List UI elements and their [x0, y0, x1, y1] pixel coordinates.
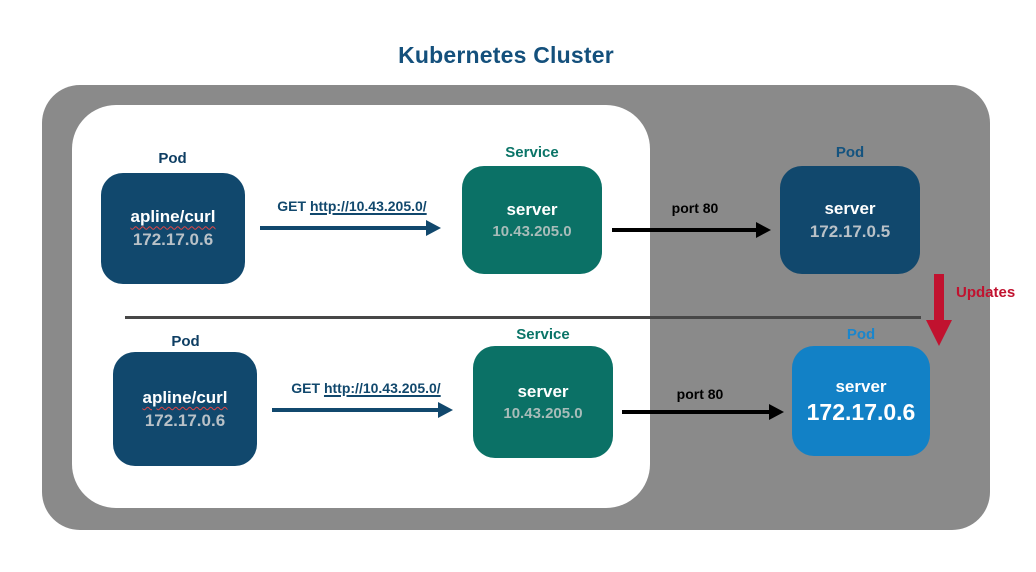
service-ip: 10.43.205.0: [492, 222, 572, 240]
pod-app-name: server: [824, 198, 876, 218]
get-request-label: GET http://10.43.205.0/: [272, 380, 460, 396]
server-pod-node-updated: server 172.17.0.6: [792, 346, 930, 456]
pod-label: Pod: [835, 144, 865, 161]
arrow-head: [926, 320, 952, 346]
pod-ip: 172.17.0.6: [144, 410, 226, 430]
pod-label: Pod: [171, 333, 200, 350]
service-name: server: [517, 382, 569, 402]
pod-label: Pod: [846, 326, 876, 343]
request-method: GET: [277, 198, 307, 214]
port-arrow: [612, 222, 771, 238]
service-label: Service: [516, 326, 570, 343]
client-pod-node: apline/curl 172.17.0.6: [101, 173, 245, 284]
request-method: GET: [291, 380, 321, 396]
arrow-head: [438, 402, 453, 418]
pod-label: Pod: [158, 150, 187, 167]
updates-label: Updates: [956, 284, 1016, 301]
service-label: Service: [505, 144, 559, 161]
pod-image-name: apline/curl: [142, 387, 228, 407]
request-arrow: [272, 402, 453, 418]
updates-arrow: [926, 274, 952, 346]
arrow-shaft: [612, 228, 756, 232]
arrow-shaft: [272, 408, 438, 412]
port-arrow: [622, 404, 784, 420]
service-node: server 10.43.205.0: [473, 346, 613, 458]
service-ip: 10.43.205.0: [503, 404, 583, 422]
service-node: server 10.43.205.0: [462, 166, 602, 274]
request-arrow: [260, 220, 441, 236]
get-request-label: GET http://10.43.205.0/: [258, 198, 446, 214]
arrow-head: [426, 220, 441, 236]
diagram-title: Kubernetes Cluster: [398, 42, 614, 68]
port-80-label: port 80: [676, 386, 724, 402]
arrow-head: [756, 222, 771, 238]
pod-ip-updated: 172.17.0.6: [806, 399, 916, 426]
pod-app-name: server: [835, 376, 887, 396]
port-80-label: port 80: [671, 200, 719, 216]
server-pod-node: server 172.17.0.5: [780, 166, 920, 274]
service-name: server: [506, 200, 558, 220]
arrow-head: [769, 404, 784, 420]
pod-ip: 172.17.0.5: [809, 221, 891, 241]
before-after-divider: [125, 316, 921, 319]
request-url: http://10.43.205.0/: [309, 198, 427, 214]
request-url: http://10.43.205.0/: [323, 380, 441, 396]
arrow-shaft: [260, 226, 426, 230]
pod-ip: 172.17.0.6: [132, 230, 214, 249]
arrow-shaft: [934, 274, 944, 320]
pod-image-name: apline/curl: [130, 207, 216, 227]
arrow-shaft: [622, 410, 769, 414]
client-pod-node: apline/curl 172.17.0.6: [113, 352, 257, 466]
